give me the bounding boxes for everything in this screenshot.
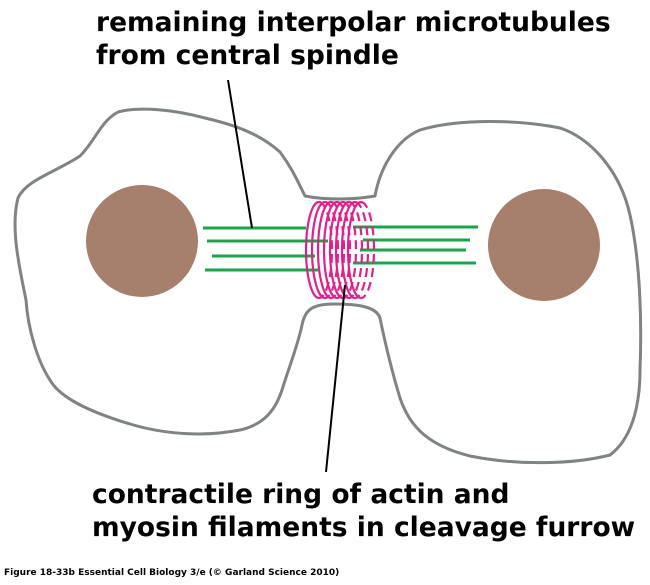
- contractile-ring-label-line1: contractile ring of actin and: [92, 479, 510, 510]
- ring-back: [360, 200, 376, 300]
- ring-leader-line: [325, 284, 346, 473]
- ring-back: [342, 200, 358, 300]
- interpolar-microtubules: [203, 225, 478, 272]
- microtubules-label-line1: remaining interpolar microtubules: [96, 7, 611, 38]
- cell-outline: [13, 107, 643, 465]
- figure-caption: Figure 18-33b Essential Cell Biology 3/e…: [4, 568, 340, 578]
- ring-back: [336, 200, 352, 300]
- ring-front: [304, 200, 320, 300]
- ring-back: [354, 200, 370, 300]
- right-nucleus: [488, 189, 600, 301]
- ring-back: [324, 200, 340, 300]
- ring-back: [318, 200, 334, 300]
- contractile-ring-label: contractile ring of actin and myosin fil…: [92, 478, 635, 544]
- ring-back: [330, 200, 346, 300]
- microtubules-label: remaining interpolar microtubules from c…: [96, 6, 611, 72]
- ring-back: [348, 200, 364, 300]
- microtubules-leader-line: [227, 79, 253, 229]
- microtubules-label-line2: from central spindle: [96, 40, 399, 71]
- ring-front: [310, 200, 326, 300]
- left-nucleus: [86, 185, 198, 297]
- contractile-ring: [304, 200, 376, 300]
- contractile-ring-label-line2: myosin filaments in cleavage furrow: [92, 512, 636, 543]
